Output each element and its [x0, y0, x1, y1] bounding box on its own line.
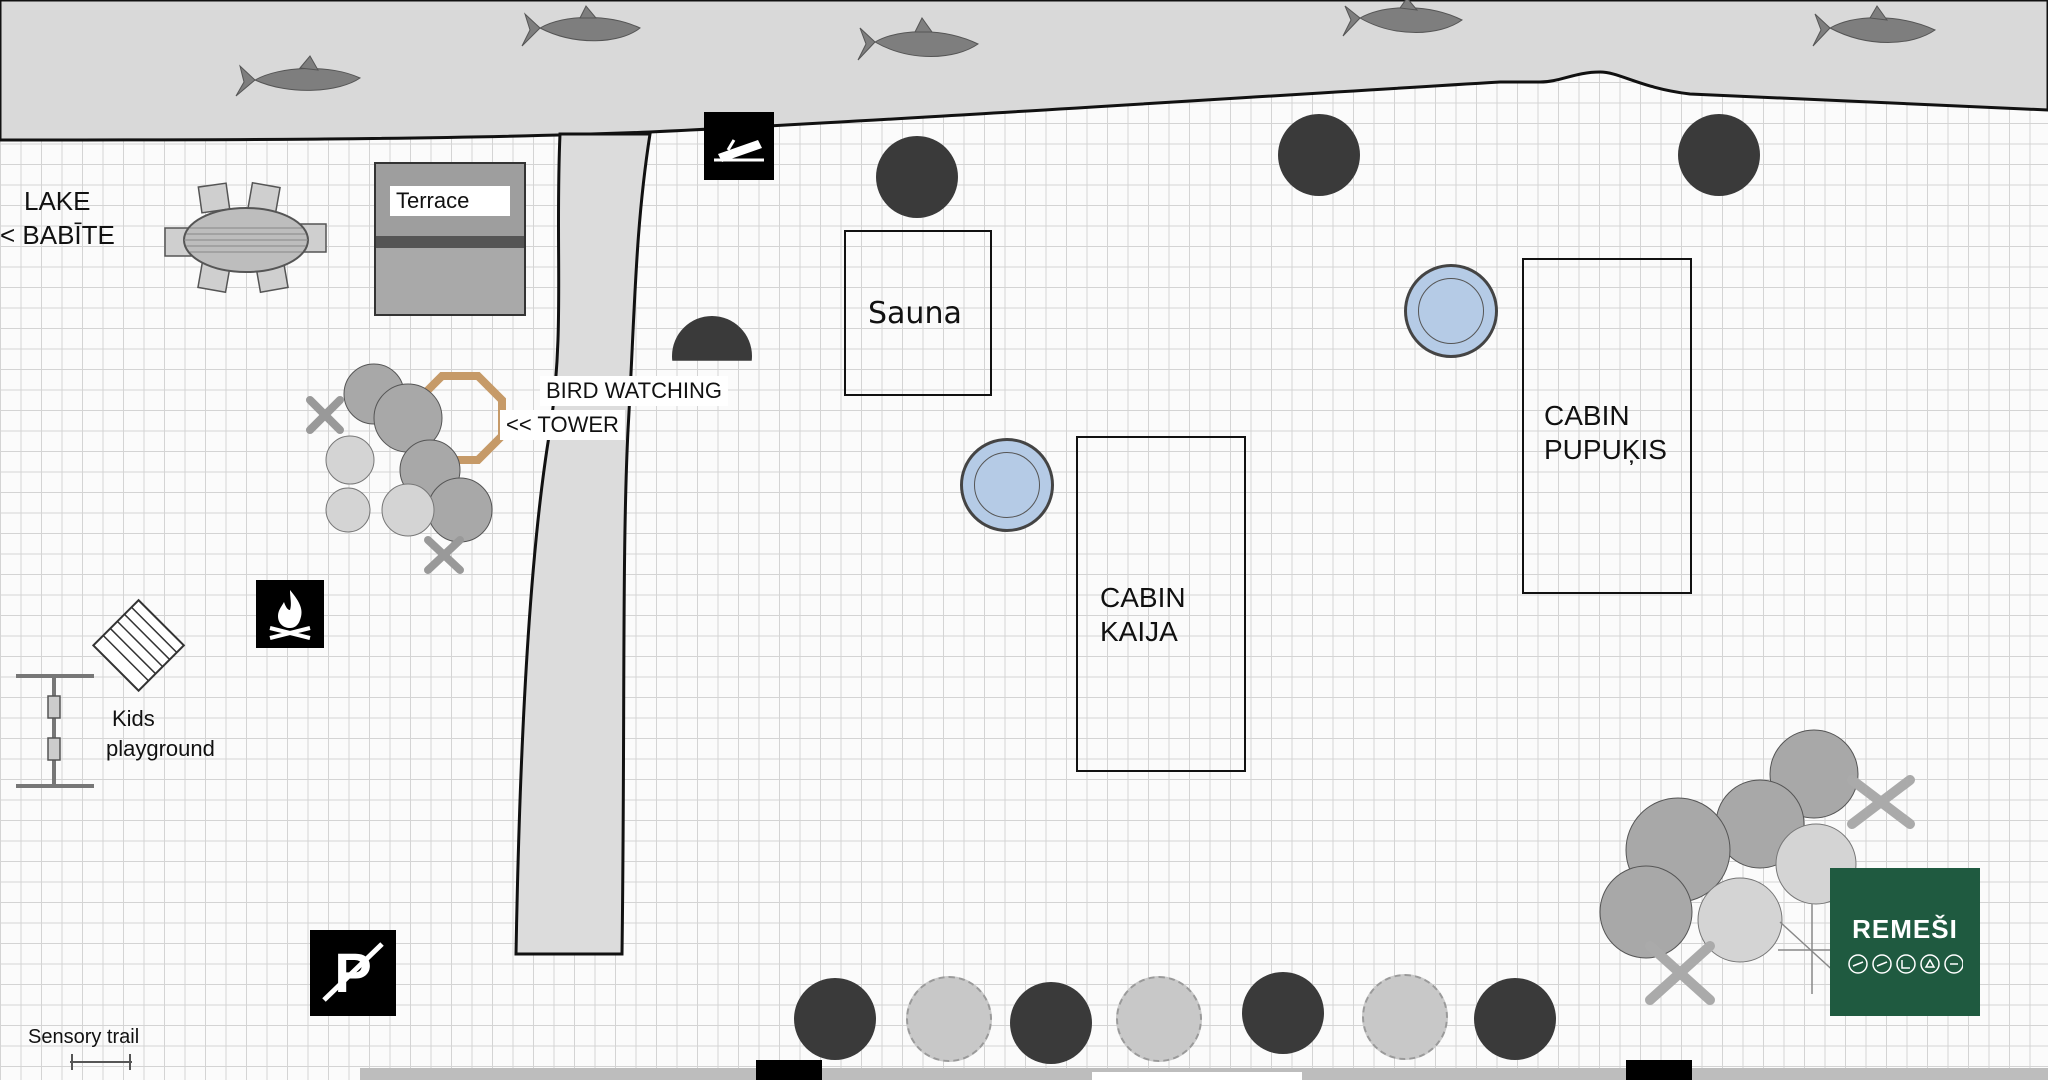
kids-playground-equipment: [16, 598, 186, 788]
fish-icon: [1342, 0, 1463, 37]
tree: [1474, 978, 1556, 1060]
kids-playground-label-line1: Kids: [112, 706, 155, 731]
campfire-icon: [256, 580, 324, 648]
fish-icon: [235, 55, 361, 97]
boat-dock-icon: [704, 112, 774, 180]
outdoor-table: [164, 181, 327, 294]
no-parking-icon: P: [310, 930, 396, 1016]
cabin-pupukis-label-line1: CABIN: [1544, 400, 1630, 431]
bottom-path-gap: [1092, 1072, 1302, 1080]
cabin-kaija-label-line1: CABIN: [1100, 582, 1186, 613]
fish-icon: [857, 17, 979, 61]
shrub: [1116, 976, 1202, 1062]
cabin-kaija: CABIN KAIJA: [1076, 436, 1246, 772]
logo-icons: [1848, 954, 1963, 974]
tree: [1678, 114, 1760, 196]
sauna: Sauna: [844, 230, 992, 396]
cabin-kaija-label-line2: KAIJA: [1100, 616, 1178, 647]
tree: [1242, 972, 1324, 1054]
tree: [876, 136, 958, 218]
hot-tub: [960, 438, 1054, 532]
kids-playground-label-line2: playground: [106, 736, 215, 761]
shrub: [906, 976, 992, 1062]
shrub-cluster: [306, 363, 493, 574]
terrace-label: Terrace: [390, 186, 510, 216]
lake-label-line2: < BABĪTE: [0, 220, 115, 250]
fish-icon: [1812, 5, 1937, 47]
fish-icon: [521, 5, 641, 47]
bird-watching-label-line1: BIRD WATCHING: [540, 376, 728, 406]
remesi-logo: REMEŠI: [1830, 868, 1980, 1016]
sauna-label: Sauna: [868, 296, 962, 331]
hot-tub: [1404, 264, 1498, 358]
sensory-trail-label: Sensory trail: [28, 1026, 140, 1048]
road: [514, 132, 652, 956]
vegetation-cluster: [1599, 729, 1915, 1005]
terrace: Terrace: [374, 162, 526, 316]
lake-label-line1: LAKE: [24, 186, 91, 216]
tree: [1010, 982, 1092, 1064]
cabin-pupukis: CABIN PUPUĶIS: [1522, 258, 1692, 594]
cabin-pupukis-label-line2: PUPUĶIS: [1544, 434, 1667, 465]
tree: [794, 978, 876, 1060]
gate-post: [1626, 1060, 1692, 1080]
tree: [1278, 114, 1360, 196]
shrub: [1362, 974, 1448, 1060]
lake-babite: [0, 0, 2048, 142]
logo-text: REMEŠI: [1852, 914, 1958, 944]
gate-post: [756, 1060, 822, 1080]
bird-watching-label-line2: << TOWER: [500, 410, 625, 440]
sensory-trail-marker: [70, 1054, 132, 1070]
